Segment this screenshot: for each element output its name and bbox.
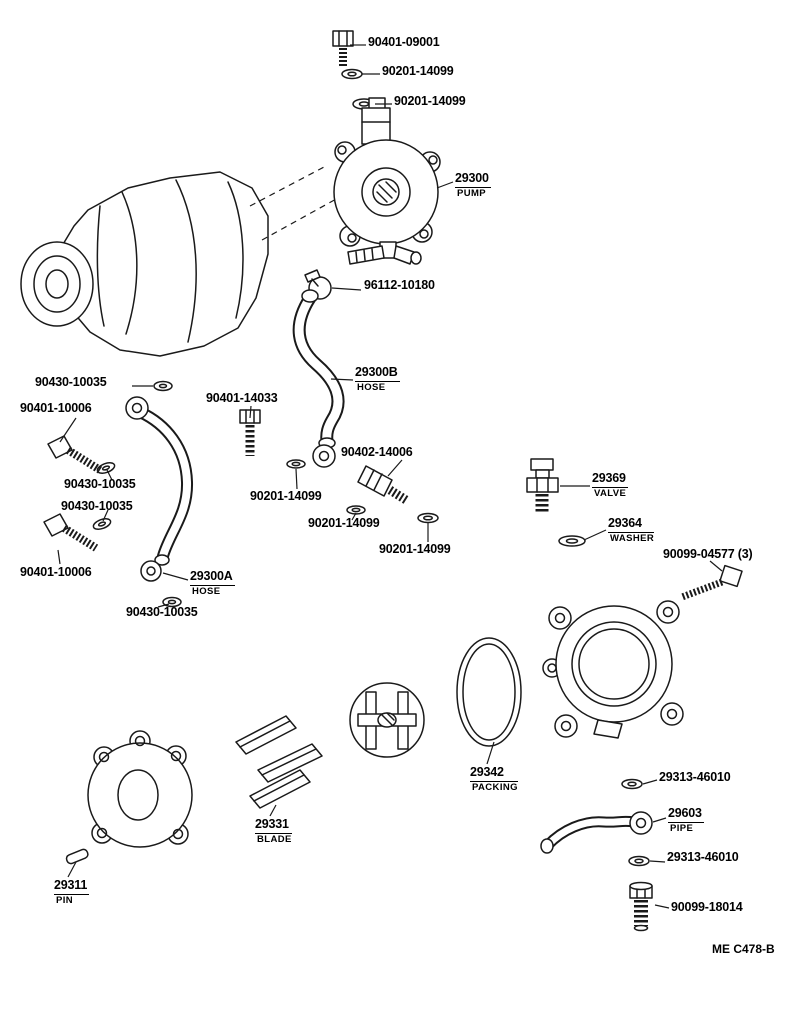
part-number: 90401-09001: [368, 35, 440, 49]
union-90402-14006: [357, 465, 409, 504]
part-number: 90401-14033: [206, 391, 278, 405]
callout-29342-packing: 29342 PACKING: [470, 765, 518, 793]
packing-29342: [456, 637, 522, 747]
hose-29300B: [292, 289, 345, 468]
part-name: PUMP: [457, 187, 487, 199]
callout-29313-46010-b: 29313-46010: [667, 850, 739, 865]
part-number: 90201-14099: [394, 94, 466, 108]
callout-90201-14099-d: 90201-14099: [308, 516, 380, 531]
washer-90430-10035-c: [92, 518, 112, 530]
washer-90430-10035-a: [153, 380, 173, 392]
part-number: 90430-10035: [35, 375, 107, 389]
part-number: 90401-10006: [20, 401, 92, 415]
part-number: 29313-46010: [659, 770, 731, 784]
washer-90201-14099-a: [341, 68, 363, 80]
callout-90401-10006-a: 90401-10006: [20, 401, 92, 416]
part-number: 29331: [255, 817, 292, 834]
union-bolt-90099-18014: [629, 881, 653, 932]
callout-29364-washer: 29364 WASHER: [608, 516, 655, 544]
engine-assembly: [20, 171, 269, 357]
part-number: 90402-14006: [341, 445, 413, 459]
callout-90430-10035-b: 90430-10035: [64, 477, 136, 492]
part-number: 90201-14099: [379, 542, 451, 556]
callout-90430-10035-c: 90430-10035: [61, 499, 133, 514]
washer-90201-14099-d: [346, 505, 366, 515]
callout-90401-09001: 90401-09001: [368, 35, 440, 50]
part-number: 29300A: [190, 569, 235, 586]
part-number: 90099-04577 (3): [663, 547, 753, 561]
callout-29311-pin: 29311 PIN: [54, 878, 90, 906]
bolt-90401-10006-b: [43, 513, 99, 552]
end-plate: [87, 730, 193, 848]
part-number: 29300: [455, 171, 491, 188]
rotor: [349, 682, 425, 758]
part-number: 29364: [608, 516, 655, 533]
part-number: 90430-10035: [126, 605, 198, 619]
callout-29331-blade: 29331 BLADE: [255, 817, 292, 845]
pipe-29603: [540, 811, 653, 854]
callout-90430-10035-a: 90430-10035: [35, 375, 107, 390]
part-number: 90430-10035: [64, 477, 136, 491]
callout-90401-14033: 90401-14033: [206, 391, 278, 406]
part-number: 90201-14099: [250, 489, 322, 503]
bolt-90099-04577: [680, 564, 743, 601]
callout-90201-14099-c: 90201-14099: [250, 489, 322, 504]
vacuum-pump-29300: [333, 97, 441, 265]
part-number: 29311: [54, 878, 90, 895]
callout-29603-pipe: 29603 PIPE: [668, 806, 704, 834]
washer-90201-14099-c: [286, 459, 306, 469]
washer-90201-14099-e: [417, 512, 439, 524]
part-number: 29300B: [355, 365, 400, 382]
part-number: 90201-14099: [382, 64, 454, 78]
callout-90430-10035-d: 90430-10035: [126, 605, 198, 620]
part-number: 96112-10180: [364, 278, 435, 292]
hose-clamp-96112-10180: [304, 269, 332, 300]
figure-code: ME C478-B: [712, 942, 775, 956]
callout-29300A-hose: 29300A HOSE: [190, 569, 235, 597]
callout-90201-14099-a: 90201-14099: [382, 64, 454, 79]
callout-29300B-hose: 29300B HOSE: [355, 365, 400, 393]
callout-90201-14099-b: 90201-14099: [394, 94, 466, 109]
callout-29369-valve: 29369 VALVE: [592, 471, 628, 499]
washer-90430-10035-b: [96, 462, 116, 474]
part-name: PIN: [56, 894, 74, 906]
pin-29311: [65, 848, 89, 865]
part-name: HOSE: [357, 381, 386, 393]
callout-29313-46010-a: 29313-46010: [659, 770, 731, 785]
part-number: 29313-46010: [667, 850, 739, 864]
callout-90099-18014: 90099-18014: [671, 900, 743, 915]
part-number: 90430-10035: [61, 499, 133, 513]
washer-29364: [558, 535, 586, 547]
part-name: BLADE: [257, 833, 292, 845]
callout-90402-14006: 90402-14006: [341, 445, 413, 460]
alignment-dashed-lines: [249, 165, 339, 241]
washer-29313-46010-a: [621, 778, 643, 790]
part-name: PIPE: [670, 822, 694, 834]
part-number: 29603: [668, 806, 704, 823]
part-number: 29369: [592, 471, 628, 488]
pump-housing: [542, 600, 684, 739]
part-number: 90201-14099: [308, 516, 380, 530]
callout-29300-pump: 29300 PUMP: [455, 171, 491, 199]
part-number: 29342: [470, 765, 518, 782]
part-name: WASHER: [610, 532, 655, 544]
callout-90401-10006-b: 90401-10006: [20, 565, 92, 580]
part-name: PACKING: [472, 781, 518, 793]
hose-29300A: [125, 396, 194, 582]
washer-29313-46010-b: [628, 855, 650, 867]
part-name: VALVE: [594, 487, 627, 499]
part-name: HOSE: [192, 585, 221, 597]
check-valve-29369: [526, 458, 559, 514]
callout-90201-14099-e: 90201-14099: [379, 542, 451, 557]
part-number: 90099-18014: [671, 900, 743, 914]
blades-29331: [235, 715, 323, 809]
callout-90099-04577: 90099-04577 (3): [663, 547, 753, 562]
bolt-90401-10006-a: [47, 435, 103, 474]
callout-96112-10180: 96112-10180: [364, 278, 435, 293]
bolt-90401-09001: [332, 30, 354, 66]
part-number: 90401-10006: [20, 565, 92, 579]
leader-lines: [57, 44, 723, 909]
